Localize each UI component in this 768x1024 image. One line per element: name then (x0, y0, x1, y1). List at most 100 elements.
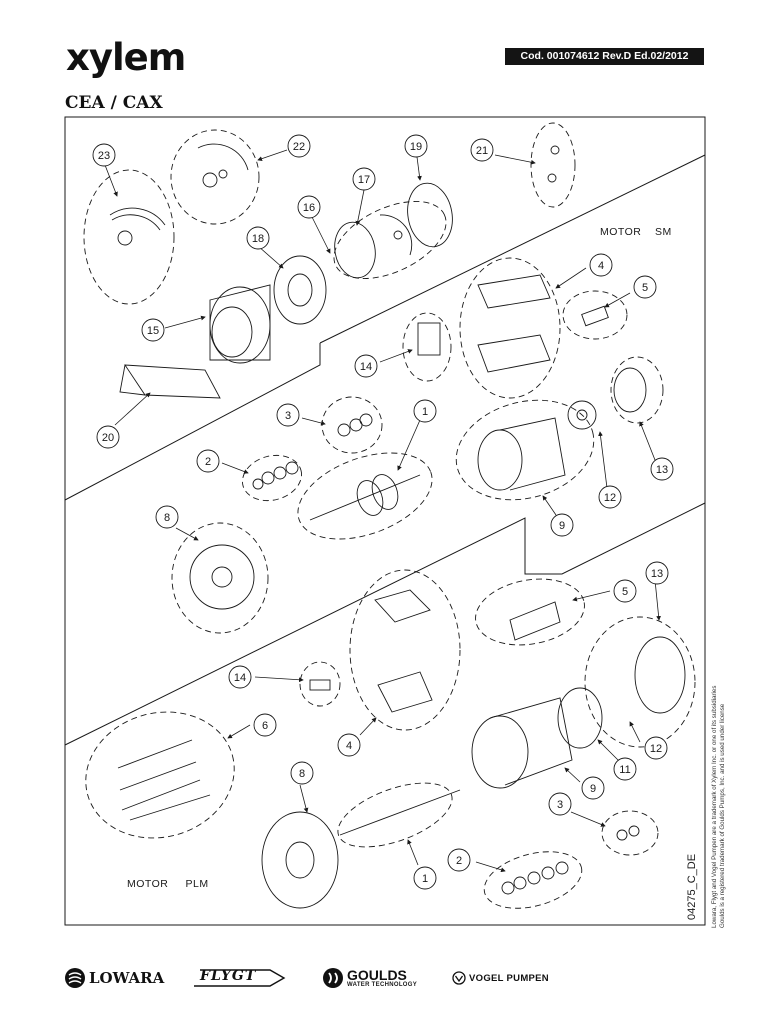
plm-callout-8-label: 8 (299, 768, 305, 780)
callout-12: 12 (598, 485, 622, 509)
callout-19: 19 (404, 134, 428, 158)
plm-callout-2: 2 (447, 848, 471, 872)
group-8-boundary (171, 522, 269, 634)
callout-1-label: 1 (422, 406, 428, 418)
group-3-boundary (321, 396, 383, 454)
plm-callout-5-label: 5 (622, 586, 628, 598)
group-2-boundary (242, 454, 302, 502)
group-9-boundary (455, 399, 595, 501)
vogel-icon (452, 971, 466, 985)
group-21-boundary (530, 122, 576, 208)
plm-callout-14: 14 (228, 665, 252, 689)
callout-14: 14 (354, 354, 378, 378)
section-divider-2 (64, 502, 706, 746)
page-title: CEA / CAX (65, 93, 163, 113)
callout-8-label: 8 (164, 512, 170, 524)
callout-16: 16 (297, 195, 321, 219)
callout-21-label: 21 (476, 145, 488, 157)
plm-group-14-boundary (299, 661, 341, 707)
callout-11: 11 (613, 757, 637, 781)
plm-callout-5: 5 (613, 579, 637, 603)
brand-vogel: VOGEL PUMPEN (452, 963, 549, 993)
callout-22-label: 22 (293, 141, 305, 153)
callout-4-label: 4 (598, 260, 604, 272)
plm-callout-9-label: 9 (590, 783, 596, 795)
trademark-note-2: Goulds is a registered trademark of Goul… (719, 703, 726, 928)
callout-6: 6 (253, 713, 277, 737)
callout-15: 15 (141, 318, 165, 342)
plm-callout-13-label: 13 (651, 568, 663, 580)
callout-13-label: 13 (656, 464, 668, 476)
callout-3-label: 3 (285, 410, 291, 422)
callout-9-label: 9 (559, 520, 565, 532)
plm-group-5-boundary (475, 578, 585, 646)
plm-callout-3: 3 (548, 792, 572, 816)
callout-21: 21 (470, 138, 494, 162)
brand-goulds: GOULDS WATER TECHNOLOGY (322, 963, 417, 993)
document-code: Cod. 001074612 Rev.D Ed.02/2012 (505, 48, 704, 65)
brand-lowara-name: LOWARA (89, 969, 165, 987)
callout-16-label: 16 (303, 202, 315, 214)
callout-1: 1 (413, 399, 437, 423)
callout-18: 18 (246, 226, 270, 250)
section-divider-1b (319, 154, 706, 344)
callout-5: 5 (633, 275, 657, 299)
motor-sm-label: MOTOR SM (600, 226, 672, 238)
callout-9: 9 (550, 513, 574, 537)
trademark-note-1: Lowara, Flygt and Vogel Pumpen are a tra… (711, 685, 718, 928)
motor-plm-label: MOTOR PLM (127, 878, 209, 890)
diagram-frame (64, 116, 706, 926)
plm-callout-1: 1 (413, 866, 437, 890)
callout-17: 17 (352, 167, 376, 191)
plm-callout-8: 8 (290, 761, 314, 785)
callout-20: 20 (96, 425, 120, 449)
callout-20-label: 20 (102, 432, 114, 444)
callout-15-label: 15 (147, 325, 159, 337)
callout-4: 4 (589, 253, 613, 277)
flygt-logo-shape (194, 969, 286, 987)
plm-group-1-boundary (337, 782, 453, 848)
callout-12-label: 12 (604, 492, 616, 504)
callout-2: 2 (196, 449, 220, 473)
callout-22: 22 (287, 134, 311, 158)
plm-callout-12: 12 (644, 736, 668, 760)
group-5-boundary (562, 290, 628, 340)
group-1-boundary (297, 452, 433, 540)
drawing-reference: 04275_C_DE (686, 854, 698, 920)
brand-lowara: LOWARA (64, 963, 164, 993)
plm-callout-9: 9 (581, 776, 605, 800)
plm-callout-12-label: 12 (650, 743, 662, 755)
callout-5-label: 5 (642, 282, 648, 294)
section-divider-1 (64, 343, 321, 501)
brand-vogel-name: VOGEL PUMPEN (469, 972, 549, 984)
group-14-boundary (402, 312, 452, 382)
goulds-icon (323, 968, 343, 988)
callout-23: 23 (92, 143, 116, 167)
callout-14-label: 14 (360, 361, 372, 373)
plm-group-12-13-boundary (584, 616, 696, 748)
plm-group-2-boundary (483, 851, 583, 909)
callout-2-label: 2 (205, 456, 211, 468)
plm-callout-3-label: 3 (557, 799, 563, 811)
callout-6-label: 6 (262, 720, 268, 732)
group-4-boundary (459, 257, 561, 399)
brand-goulds-sub: WATER TECHNOLOGY (347, 982, 418, 988)
callout-3: 3 (276, 403, 300, 427)
plm-callout-4: 4 (337, 733, 361, 757)
callout-13: 13 (650, 457, 674, 481)
plm-callout-13: 13 (645, 561, 669, 585)
callout-23-label: 23 (98, 150, 110, 162)
group-22-boundary (170, 129, 260, 225)
group-6-boundary (85, 711, 235, 839)
brand-flygt: FLYGT (192, 963, 286, 993)
plm-callout-4-label: 4 (346, 740, 352, 752)
callout-11-label: 11 (619, 764, 630, 776)
xylem-logo: xylem (66, 36, 186, 79)
plm-callout-1-label: 1 (422, 873, 428, 885)
callout-17-label: 17 (358, 174, 370, 186)
brand-flygt-name: FLYGT (200, 968, 257, 984)
callout-18-label: 18 (252, 233, 264, 245)
group-23-boundary (83, 169, 175, 305)
callout-8: 8 (155, 505, 179, 529)
